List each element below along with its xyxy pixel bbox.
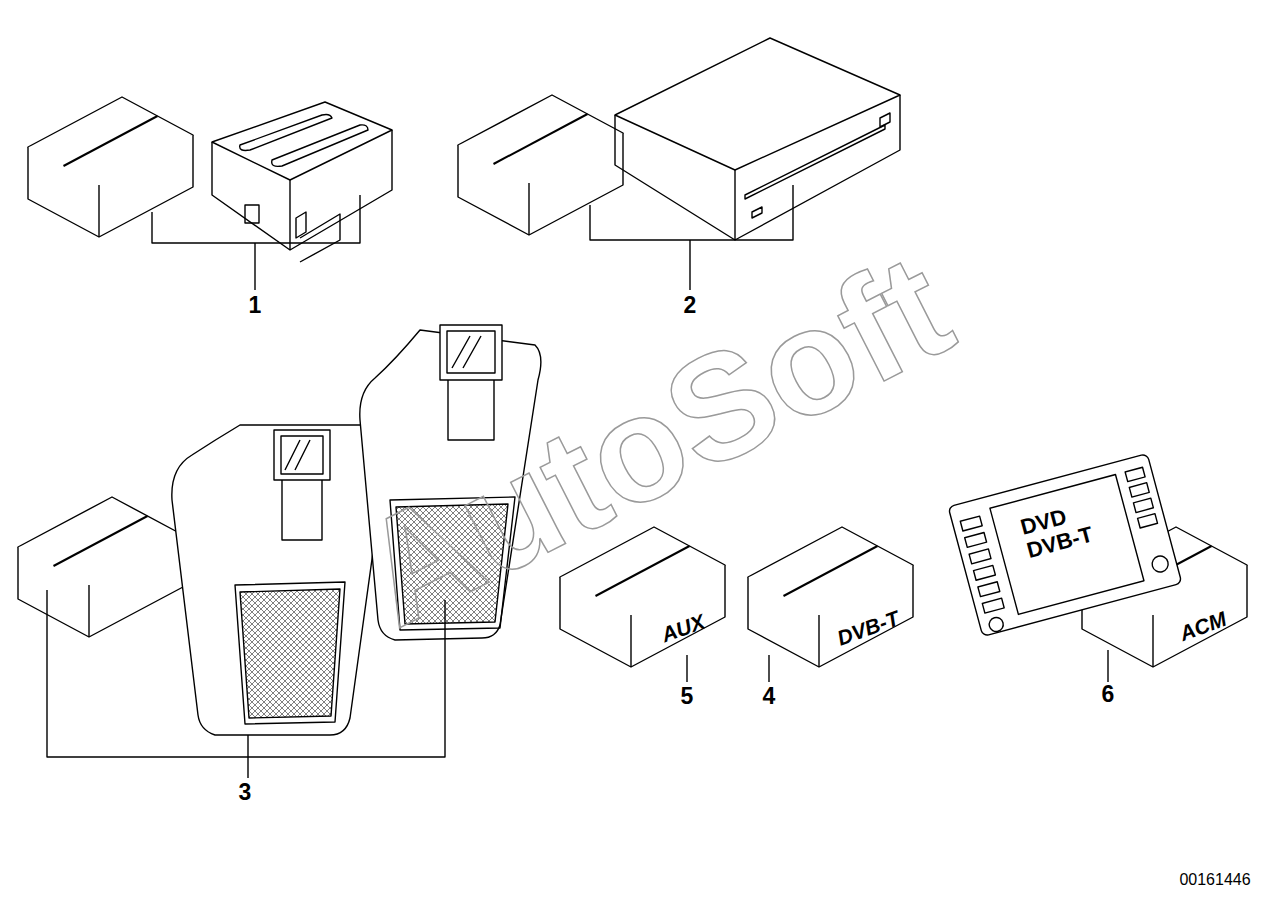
- callout-number: 2: [684, 293, 697, 318]
- callout-number: 5: [681, 684, 694, 709]
- callout-number: 6: [1102, 682, 1115, 707]
- diagram-code: 00161446: [1179, 871, 1250, 889]
- callout-number: 1: [249, 293, 262, 318]
- callout-number: 3: [239, 780, 252, 805]
- callout-number: 4: [763, 684, 776, 709]
